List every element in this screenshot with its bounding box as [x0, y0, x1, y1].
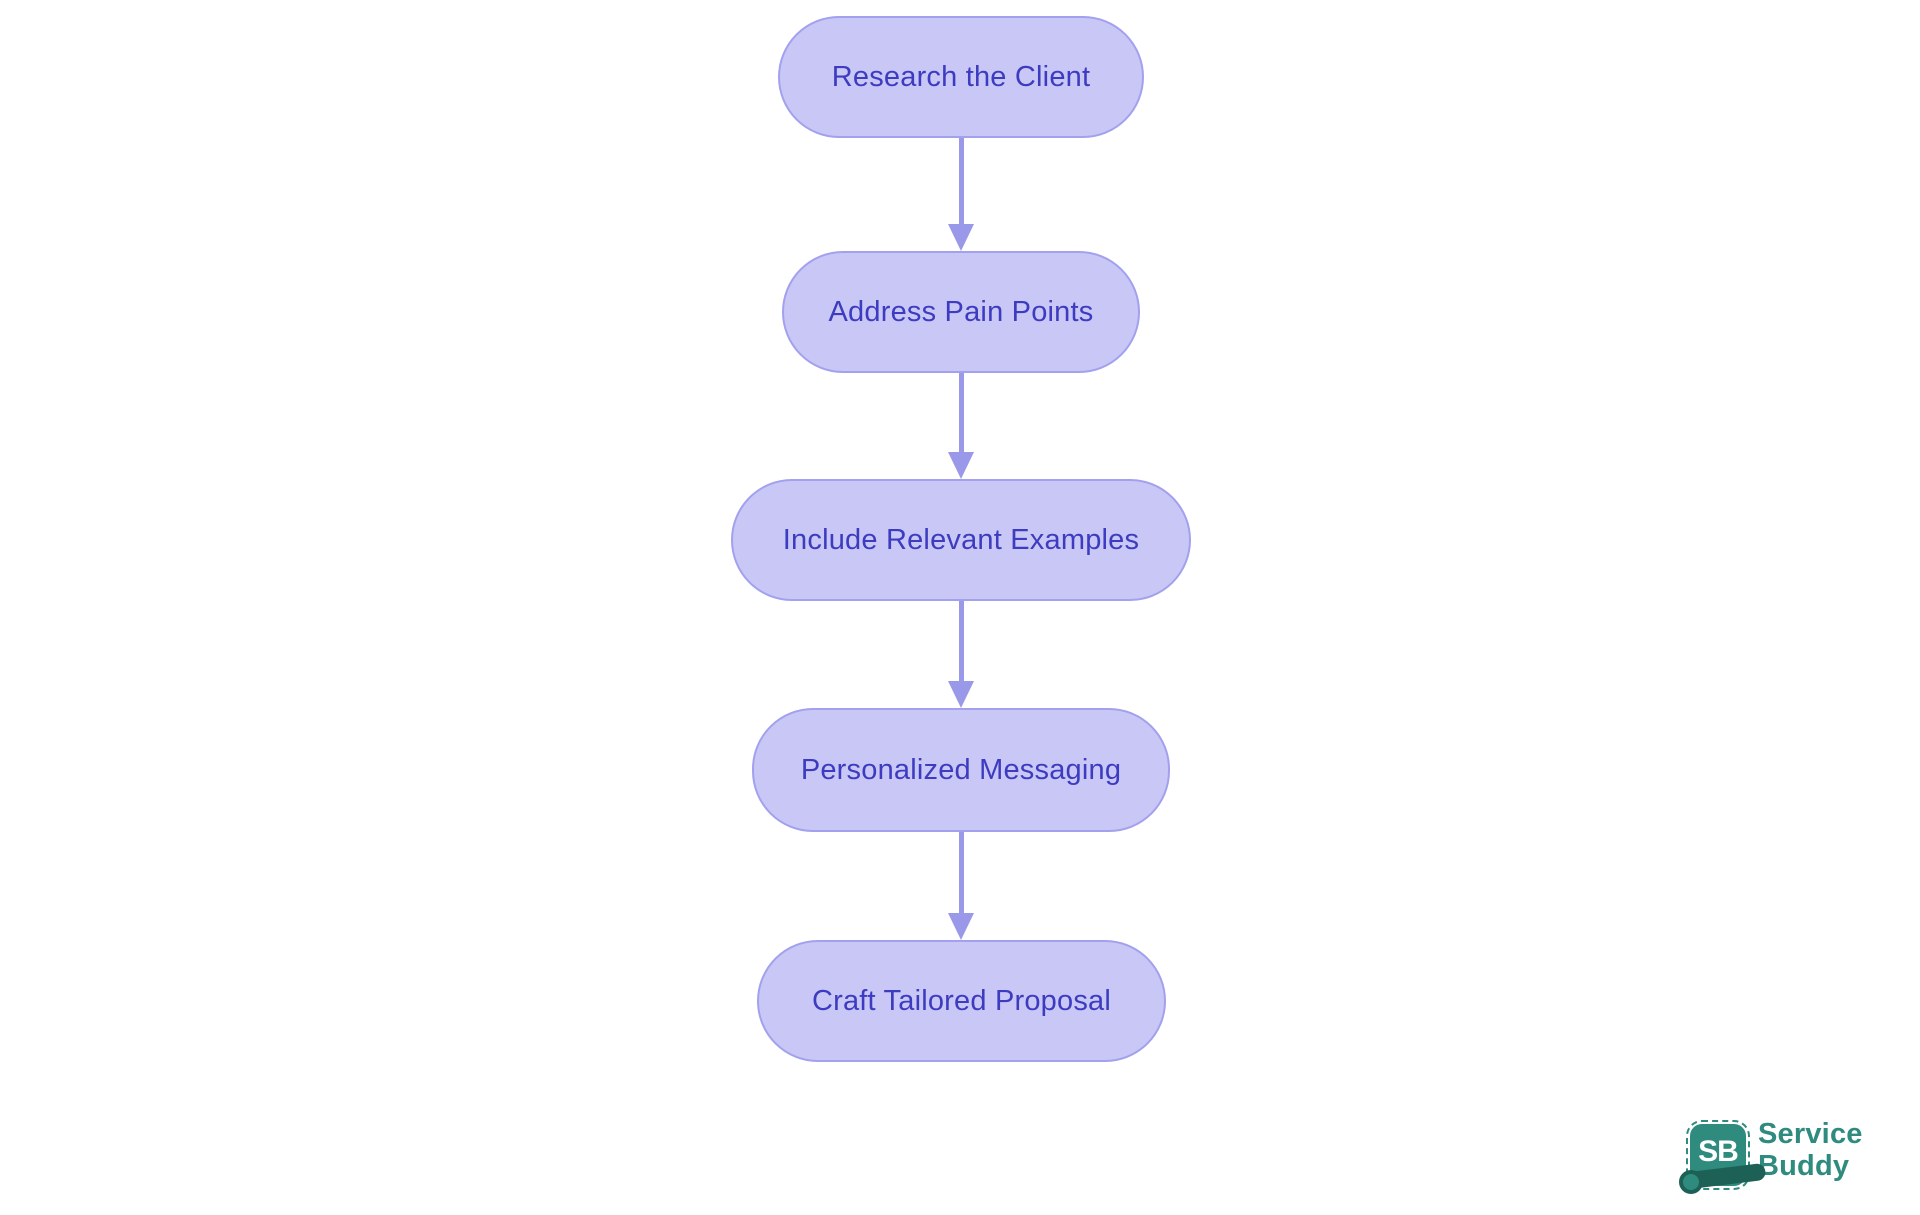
flow-node-include-relevant-examples: Include Relevant Examples: [731, 479, 1191, 601]
flow-node-label: Include Relevant Examples: [782, 523, 1140, 556]
arrow-head-icon: [948, 224, 974, 251]
flow-node-personalized-messaging: Personalized Messaging: [752, 708, 1170, 832]
logo-wordmark: Service Buddy: [1758, 1118, 1863, 1182]
flow-node-label: Research the Client: [831, 60, 1091, 93]
arrow-line: [958, 832, 964, 913]
service-buddy-logo: SB Service Buddy: [1679, 1118, 1863, 1194]
arrow-head-icon: [948, 913, 974, 940]
flow-arrow: [947, 373, 975, 479]
flow-arrow: [947, 832, 975, 940]
logo-word-buddy: Buddy: [1758, 1150, 1850, 1182]
flow-arrow: [947, 601, 975, 708]
arrow-line: [958, 601, 964, 681]
arrow-head-icon: [948, 452, 974, 479]
flow-node-label: Personalized Messaging: [800, 753, 1122, 786]
arrow-line: [958, 138, 964, 224]
flow-node-address-pain-points: Address Pain Points: [782, 251, 1140, 373]
flow-node-label: Craft Tailored Proposal: [811, 984, 1112, 1017]
flow-node-craft-tailored-proposal: Craft Tailored Proposal: [757, 940, 1166, 1062]
flow-arrow: [947, 138, 975, 251]
logo-word-service: Service: [1758, 1118, 1863, 1150]
service-buddy-badge-icon: SB: [1679, 1120, 1767, 1194]
arrow-line: [958, 373, 964, 452]
rolled-paper-cap-icon: [1679, 1170, 1703, 1194]
flow-node-research-the-client: Research the Client: [778, 16, 1144, 138]
badge-initials: SB: [1698, 1135, 1739, 1168]
arrow-head-icon: [948, 681, 974, 708]
flow-node-label: Address Pain Points: [828, 295, 1094, 328]
